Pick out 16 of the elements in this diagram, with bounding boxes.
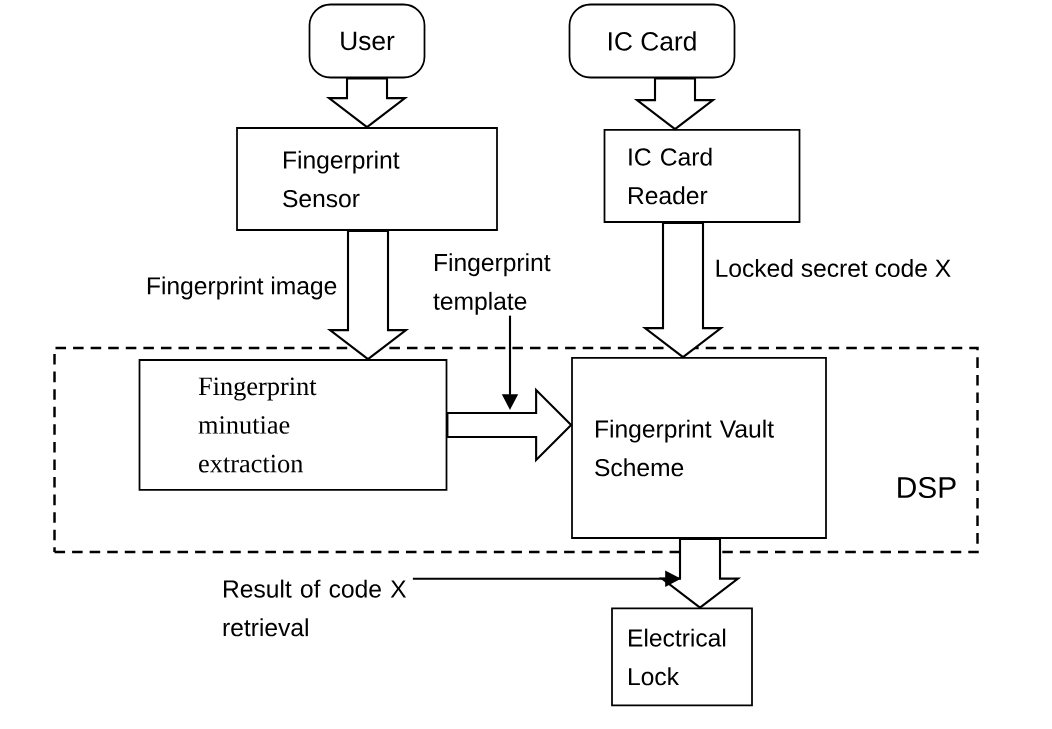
annotation-text: Fingerprint template: [433, 253, 551, 315]
process-box: Fingerprint Sensor: [236, 127, 498, 231]
process-box: Fingerprint minutiae extraction: [138, 359, 448, 491]
block-arrow: [446, 387, 573, 463]
block-arrow: [641, 221, 725, 359]
annotation-text: Result of code X retrieval: [223, 579, 407, 637]
edge-label: Locked secret code X: [712, 257, 953, 279]
block-arrow: [326, 229, 410, 361]
block-arrow: [325, 77, 409, 129]
process-box: Fingerprint Vault Scheme: [571, 357, 827, 539]
block-arrow: [633, 77, 717, 131]
rounded-box: User: [308, 3, 426, 79]
process-box: IC Card Reader: [603, 129, 801, 223]
rounded-box: IC Card: [568, 3, 736, 79]
edge-label: Fingerprint image: [144, 274, 340, 302]
process-box: Electrical Lock: [611, 607, 753, 707]
